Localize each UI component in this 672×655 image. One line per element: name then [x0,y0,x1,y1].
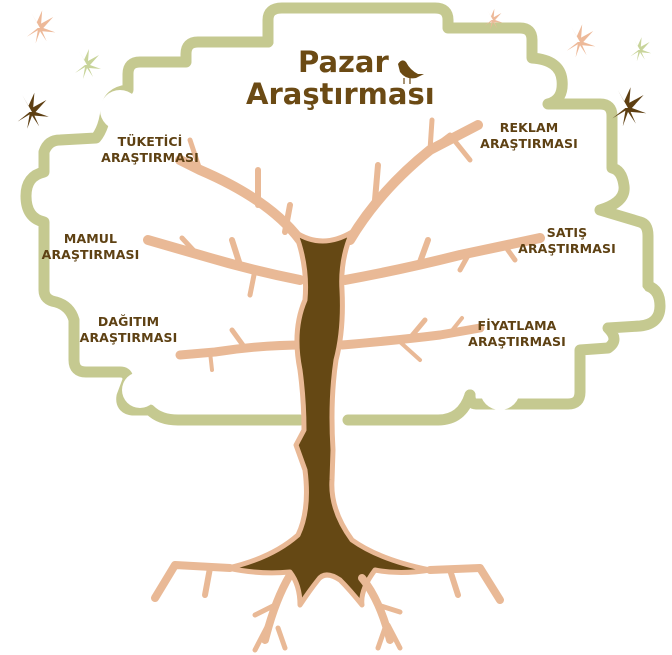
branch-label-consumer-research: TÜKETİCİ ARAŞTIRMASI [101,134,199,165]
branch-label-sales-research: SATIŞ ARAŞTIRMASI [518,225,616,256]
butterfly-icon [630,37,652,62]
diagram-title: Pazar Araştırması [246,46,435,110]
butterfly-icon [75,49,101,79]
butterfly-icon [484,8,503,30]
branch-label-product-research: MAMUL ARAŞTIRMASI [41,231,140,262]
title-line-2: Araştırması [246,77,435,111]
bird-icon [398,60,424,84]
branch-label-distribution-research: DAĞITIM ARAŞTIRMASI [79,314,178,345]
butterfly-icon [566,24,596,58]
butterfly-icon [612,87,647,127]
title-line-1: Pazar [298,45,389,79]
branch-label-pricing-research: FİYATLAMA ARAŞTIRMASI [468,318,566,349]
butterfly-icon [26,10,56,44]
branch-label-advertising-research: REKLAM ARAŞTIRMASI [480,120,578,151]
butterfly-icon [17,92,49,129]
tree-trunk [225,229,433,608]
